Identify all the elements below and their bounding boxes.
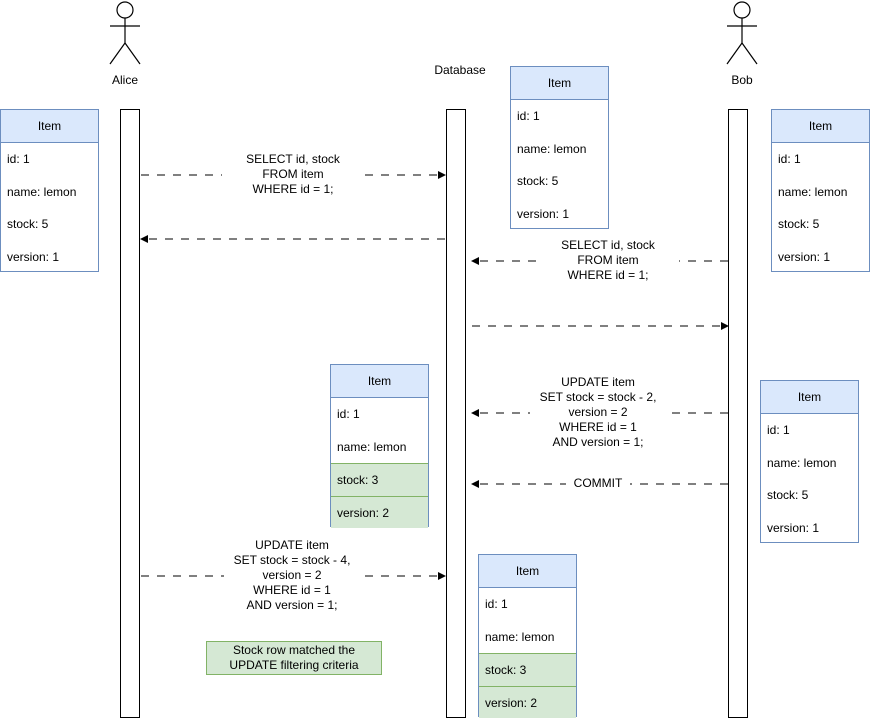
- note-line: UPDATE filtering criteria: [229, 658, 359, 672]
- item-field: version: 1: [517, 206, 570, 221]
- item-field: id: 1: [517, 109, 540, 123]
- item-field: stock: 5: [778, 217, 820, 231]
- item-card-title: Item: [511, 67, 608, 100]
- item-field: stock: 5: [767, 488, 809, 502]
- lifeline-alice: [120, 109, 140, 718]
- item-field: id: 1: [337, 407, 360, 421]
- item-card-title: Item: [761, 381, 858, 414]
- alice-figure-icon: [109, 1, 141, 65]
- item-card-db-final: Item id: 1 name: lemon stock: 3 version:…: [478, 554, 577, 718]
- item-field: version: 1: [7, 249, 60, 264]
- message-line: WHERE id = 1: [559, 420, 637, 434]
- message-bob-commit: COMMIT: [566, 476, 630, 491]
- message-line: version = 2: [568, 405, 628, 419]
- message-line: AND version = 1;: [246, 598, 338, 612]
- actor-alice-label: Alice: [111, 73, 138, 87]
- message-alice-update: UPDATE item SET stock = stock - 4, versi…: [224, 538, 360, 613]
- lifeline-database: [446, 109, 466, 718]
- item-field-changed: stock: 3: [331, 463, 428, 496]
- item-card-db-after-bob: Item id: 1 name: lemon stock: 3 version:…: [330, 364, 429, 528]
- item-field: name: lemon: [7, 184, 77, 199]
- item-card-db-initial: Item id: 1 name: lemon stock: 5 version:…: [510, 66, 609, 229]
- message-line: WHERE id = 1: [253, 583, 331, 597]
- item-field: id: 1: [767, 423, 790, 437]
- item-card-bob-initial: Item id: 1 name: lemon stock: 5 version:…: [771, 109, 870, 272]
- item-field: version: 1: [767, 520, 820, 535]
- item-field: name: lemon: [485, 629, 555, 644]
- lifeline-bob: [728, 109, 748, 718]
- message-line: version = 2: [262, 568, 322, 582]
- item-field: stock: 5: [7, 217, 49, 231]
- message-line: SET stock = stock - 4,: [233, 553, 351, 567]
- item-field: name: lemon: [517, 141, 587, 156]
- item-field: version: 1: [778, 249, 831, 264]
- item-field: id: 1: [7, 152, 30, 166]
- message-line: FROM item: [262, 167, 324, 181]
- message-line: UPDATE item: [255, 538, 329, 552]
- message-line: WHERE id = 1;: [567, 268, 649, 282]
- message-line: FROM item: [577, 253, 639, 267]
- bob-figure-icon: [726, 1, 758, 65]
- message-line: SET stock = stock - 2,: [539, 390, 657, 404]
- item-card-title: Item: [479, 555, 576, 588]
- item-field-changed: version: 2: [331, 495, 428, 528]
- item-field: name: lemon: [337, 439, 407, 454]
- match-note: Stock row matched the UPDATE filtering c…: [206, 641, 382, 675]
- item-card-title: Item: [331, 365, 428, 398]
- actor-bob-label: Bob: [731, 73, 753, 87]
- item-field: id: 1: [485, 597, 508, 611]
- message-line: WHERE id = 1;: [252, 182, 334, 196]
- item-field: name: lemon: [778, 184, 848, 199]
- actor-database-label: Database: [434, 63, 486, 77]
- item-card-bob-later: Item id: 1 name: lemon stock: 5 version:…: [760, 380, 859, 543]
- message-line: SELECT id, stock: [246, 152, 340, 166]
- note-line: Stock row matched the: [232, 643, 356, 657]
- item-field: stock: 5: [517, 174, 559, 188]
- message-alice-select: SELECT id, stock FROM item WHERE id = 1;: [222, 152, 364, 197]
- item-card-alice: Item id: 1 name: lemon stock: 5 version:…: [0, 109, 99, 272]
- item-card-title: Item: [1, 110, 98, 143]
- item-field-changed: stock: 3: [479, 653, 576, 686]
- item-field: id: 1: [778, 152, 801, 166]
- item-field: name: lemon: [767, 455, 837, 470]
- message-bob-update: UPDATE item SET stock = stock - 2, versi…: [530, 375, 666, 450]
- item-field-changed: version: 2: [479, 685, 576, 718]
- message-line: SELECT id, stock: [561, 238, 655, 252]
- message-line: AND version = 1;: [552, 435, 644, 449]
- message-bob-select: SELECT id, stock FROM item WHERE id = 1;: [537, 238, 679, 283]
- item-card-title: Item: [772, 110, 869, 143]
- message-line: UPDATE item: [561, 375, 635, 389]
